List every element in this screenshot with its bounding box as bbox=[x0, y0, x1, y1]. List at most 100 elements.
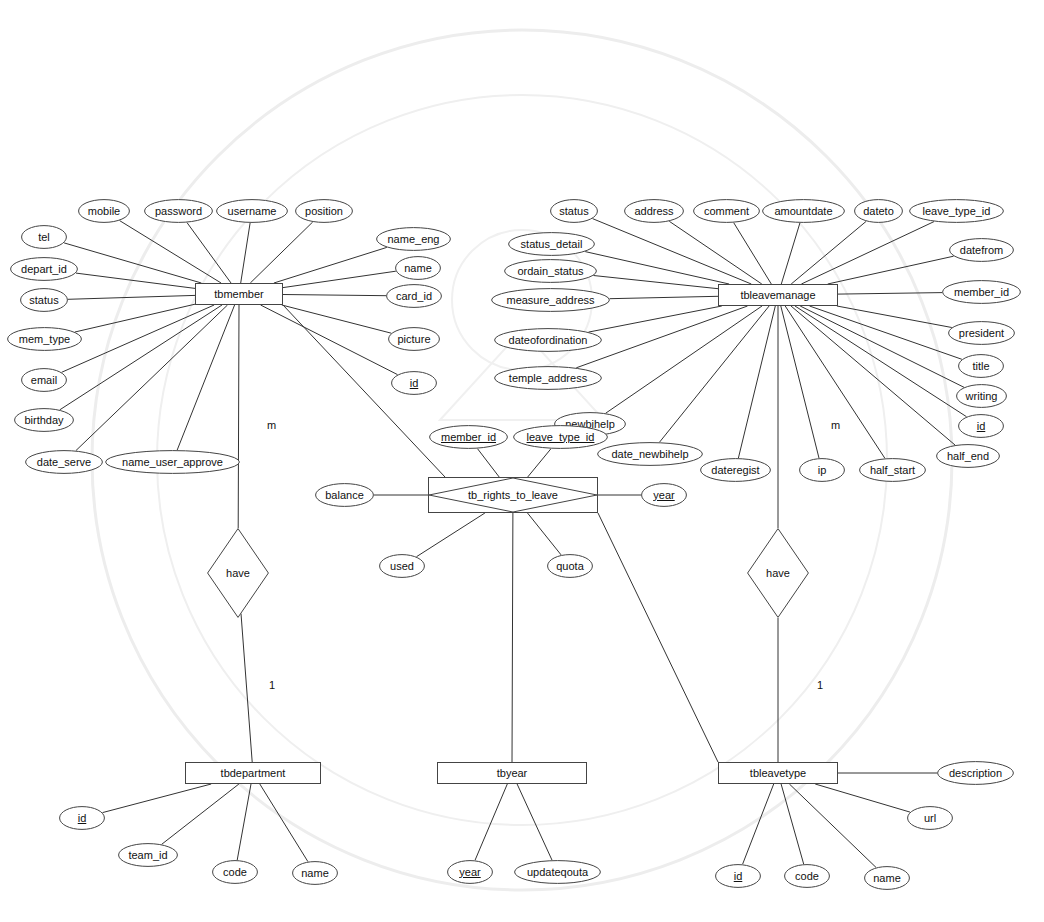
relationship-diamond: have bbox=[207, 528, 269, 618]
cardinality-label: 1 bbox=[267, 679, 277, 692]
entity-name: have bbox=[766, 567, 790, 580]
cardinality-label: m bbox=[265, 419, 278, 432]
attribute-ellipse: id bbox=[958, 414, 1004, 438]
attribute-ellipse: writing bbox=[956, 384, 1007, 408]
attribute-name: leave_type_id bbox=[923, 205, 991, 218]
attribute-name: depart_id bbox=[21, 263, 67, 276]
attribute-name: status bbox=[29, 294, 58, 307]
attribute-ellipse: updateqouta bbox=[514, 860, 601, 884]
attribute-ellipse: dateregist bbox=[700, 458, 771, 482]
attribute-name: updateqouta bbox=[527, 866, 588, 879]
connector-line bbox=[838, 293, 942, 295]
cardinality-label: 1 bbox=[815, 679, 825, 692]
connector-line bbox=[800, 306, 964, 387]
attribute-name: position bbox=[305, 205, 343, 218]
connector-line bbox=[598, 495, 641, 496]
attribute-name: description bbox=[949, 767, 1002, 780]
attribute-name: status bbox=[559, 205, 588, 218]
connector-line bbox=[241, 223, 250, 283]
attribute-ellipse: measure_address bbox=[491, 288, 610, 312]
attribute-name: url bbox=[924, 812, 936, 825]
attribute-name: name_user_approve bbox=[122, 456, 223, 469]
attribute-name: name bbox=[404, 262, 432, 275]
attribute-name: balance bbox=[325, 489, 364, 502]
attribute-ellipse: status_detail bbox=[508, 232, 595, 256]
entity-box: tbdepartment bbox=[185, 762, 321, 784]
attribute-name: writing bbox=[966, 390, 998, 403]
attribute-ellipse: ordain_status bbox=[504, 259, 597, 283]
entity-name: have bbox=[226, 567, 250, 580]
attribute-ellipse: name bbox=[292, 861, 338, 885]
attribute-name: status_detail bbox=[521, 238, 583, 251]
attribute-name: mobile bbox=[88, 205, 120, 218]
attribute-name: tel bbox=[38, 231, 50, 244]
connector-line bbox=[283, 295, 386, 296]
attribute-name: email bbox=[31, 374, 57, 387]
connector-line bbox=[801, 222, 934, 284]
connector-line bbox=[815, 784, 910, 812]
attribute-name: birthday bbox=[24, 414, 63, 427]
connector-line bbox=[528, 513, 562, 555]
attribute-name: id bbox=[410, 377, 419, 390]
attribute-ellipse: amountdate bbox=[762, 199, 845, 223]
connector-line bbox=[283, 271, 396, 287]
connector-line bbox=[791, 221, 866, 284]
associative-entity: tb_rights_to_leave bbox=[428, 477, 598, 513]
attribute-ellipse: status bbox=[20, 288, 68, 312]
attribute-ellipse: card_id bbox=[386, 284, 442, 308]
connector-line bbox=[589, 306, 722, 332]
connector-line bbox=[781, 306, 819, 458]
attribute-name: dateregist bbox=[711, 464, 759, 477]
attribute-ellipse: tel bbox=[21, 225, 67, 249]
connector-line bbox=[374, 495, 428, 496]
attribute-name: title bbox=[972, 360, 989, 373]
attribute-ellipse: depart_id bbox=[10, 257, 78, 281]
entity-name: tbyear bbox=[497, 767, 528, 780]
attribute-name: address bbox=[634, 205, 673, 218]
connector-line bbox=[828, 256, 954, 284]
attribute-ellipse: picture bbox=[388, 327, 440, 351]
connector-line bbox=[512, 513, 514, 762]
attribute-ellipse: code bbox=[212, 860, 258, 884]
attribute-name: amountdate bbox=[774, 205, 832, 218]
connector-line bbox=[475, 784, 507, 860]
attribute-name: card_id bbox=[396, 290, 432, 303]
attribute-name: dateto bbox=[863, 205, 894, 218]
connector-line bbox=[283, 305, 445, 477]
connector-line bbox=[177, 305, 234, 450]
connector-line bbox=[64, 243, 201, 283]
entity-box: tbleavetype bbox=[718, 762, 838, 784]
connector-line bbox=[62, 305, 215, 372]
attribute-ellipse: member_id bbox=[429, 425, 508, 449]
attribute-ellipse: half_start bbox=[859, 458, 926, 482]
relationship-diamond: have bbox=[747, 528, 809, 618]
attribute-ellipse: birthday bbox=[14, 408, 74, 432]
connector-line bbox=[810, 306, 962, 359]
connector-line bbox=[241, 614, 252, 762]
attribute-ellipse: used bbox=[379, 554, 425, 578]
connector-line bbox=[517, 784, 552, 860]
attribute-ellipse: half_end bbox=[936, 444, 1000, 468]
attribute-ellipse: balance bbox=[315, 483, 374, 507]
attribute-ellipse: temple_address bbox=[494, 366, 602, 390]
connector-line bbox=[76, 273, 195, 288]
attribute-name: dateofordination bbox=[509, 334, 588, 347]
attribute-name: code bbox=[795, 870, 819, 883]
attribute-ellipse: username bbox=[216, 199, 288, 223]
cardinality-label: m bbox=[829, 419, 842, 432]
connector-line bbox=[598, 513, 718, 762]
attribute-ellipse: team_id bbox=[118, 843, 178, 867]
attribute-ellipse: president bbox=[948, 321, 1015, 345]
attribute-ellipse: name bbox=[864, 866, 910, 890]
attribute-name: picture bbox=[397, 333, 430, 346]
attribute-name: id bbox=[78, 812, 87, 825]
attribute-name: measure_address bbox=[506, 294, 594, 307]
attribute-name: username bbox=[228, 205, 277, 218]
attribute-ellipse: ip bbox=[799, 458, 845, 482]
attribute-ellipse: mem_type bbox=[7, 327, 82, 351]
attribute-ellipse: comment bbox=[693, 199, 760, 223]
attribute-ellipse: name bbox=[395, 256, 441, 280]
attribute-name: member_id bbox=[441, 431, 496, 444]
attribute-name: team_id bbox=[128, 849, 167, 862]
attribute-ellipse: date_serve bbox=[25, 450, 103, 474]
